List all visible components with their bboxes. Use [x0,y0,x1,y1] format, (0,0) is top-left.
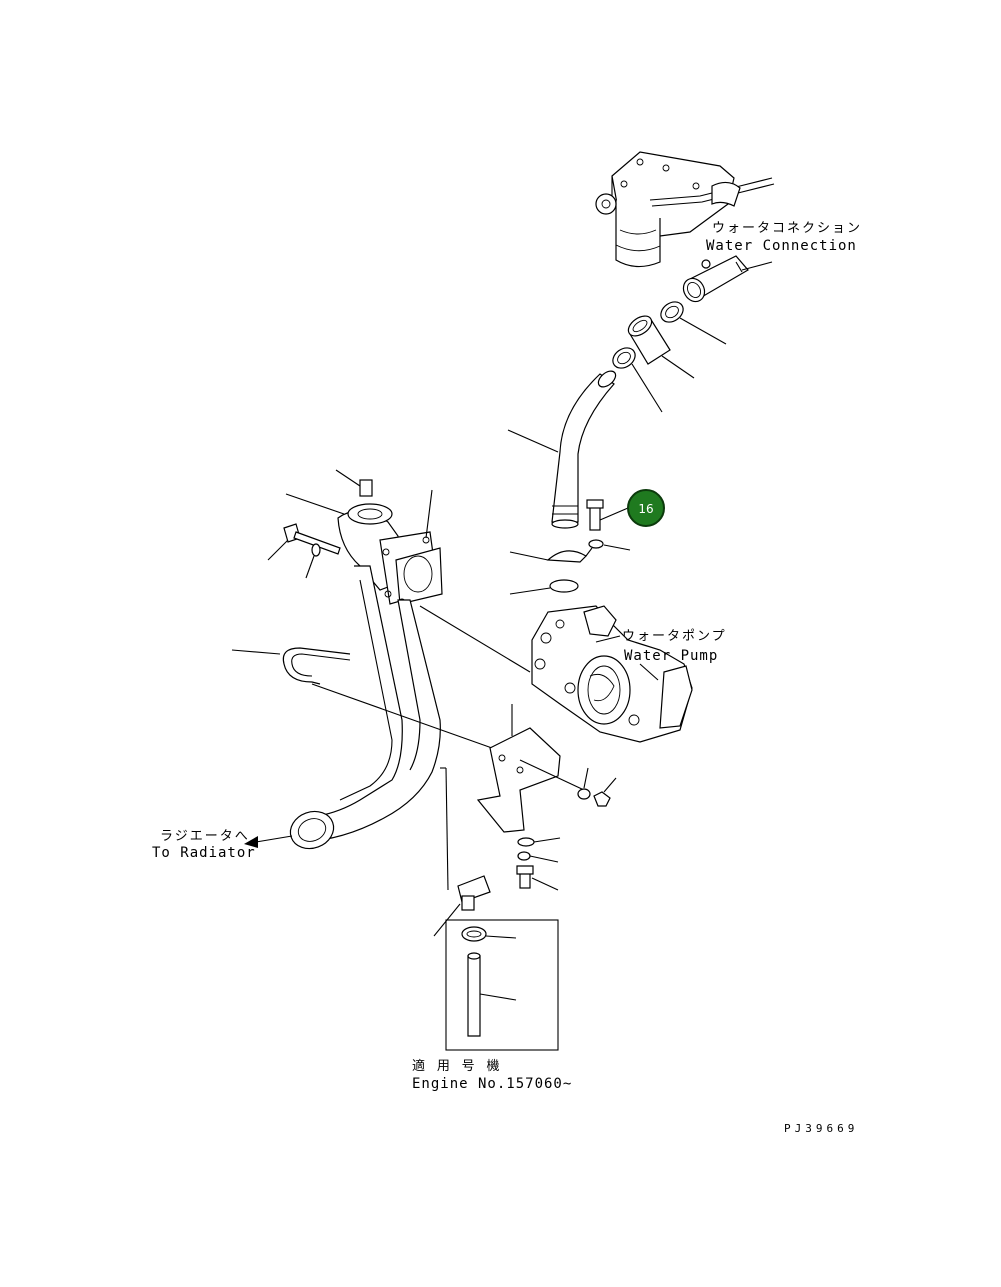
elbow-pipe [289,503,531,850]
bent-tube [507,370,617,529]
water-pump-jp-label: ウォータポンプ [622,629,727,644]
hose-clamp-upper [660,301,727,345]
to-radiator-jp-label: ラジエータへ [160,829,250,844]
water-connection-en-label: Water Connection [706,238,857,254]
to-radiator-en-label: To Radiator [152,845,256,861]
engine-housing [595,151,775,268]
water-connection-part [682,255,773,303]
washer-upper [588,539,631,551]
leader-flange [425,489,433,539]
applicable-box [445,919,559,1051]
washers-bolt-lower [516,837,561,891]
tube-flange-gasket [509,547,593,563]
o-ring [509,579,579,595]
leader-pump [639,663,659,681]
applicable-jp-label: 適 用 号 機 [412,1058,501,1074]
water-connection-jp-label: ウォータコネクション [712,221,862,236]
plug-screw [335,469,373,497]
callout-circle[interactable] [627,489,665,527]
hose-clamp-lower [612,347,663,413]
water-pump [531,605,693,743]
u-bolt [231,647,493,749]
drawing-code: PJ39669 [784,1122,858,1135]
washer-nut-right [577,767,617,807]
bracket [476,704,585,833]
water-pump-en-label: Water Pump [624,648,718,664]
leader-elbow [285,493,345,515]
engine-no-label: Engine No.157060~ [412,1076,572,1092]
bolt-left [267,523,341,579]
callout-number: 16 [638,502,653,516]
rubber-hose [627,315,695,379]
callout-16[interactable]: 16 [627,489,665,527]
bolt-upper [586,499,629,531]
drain-valve [433,767,491,937]
radiator-arrow [244,835,293,848]
